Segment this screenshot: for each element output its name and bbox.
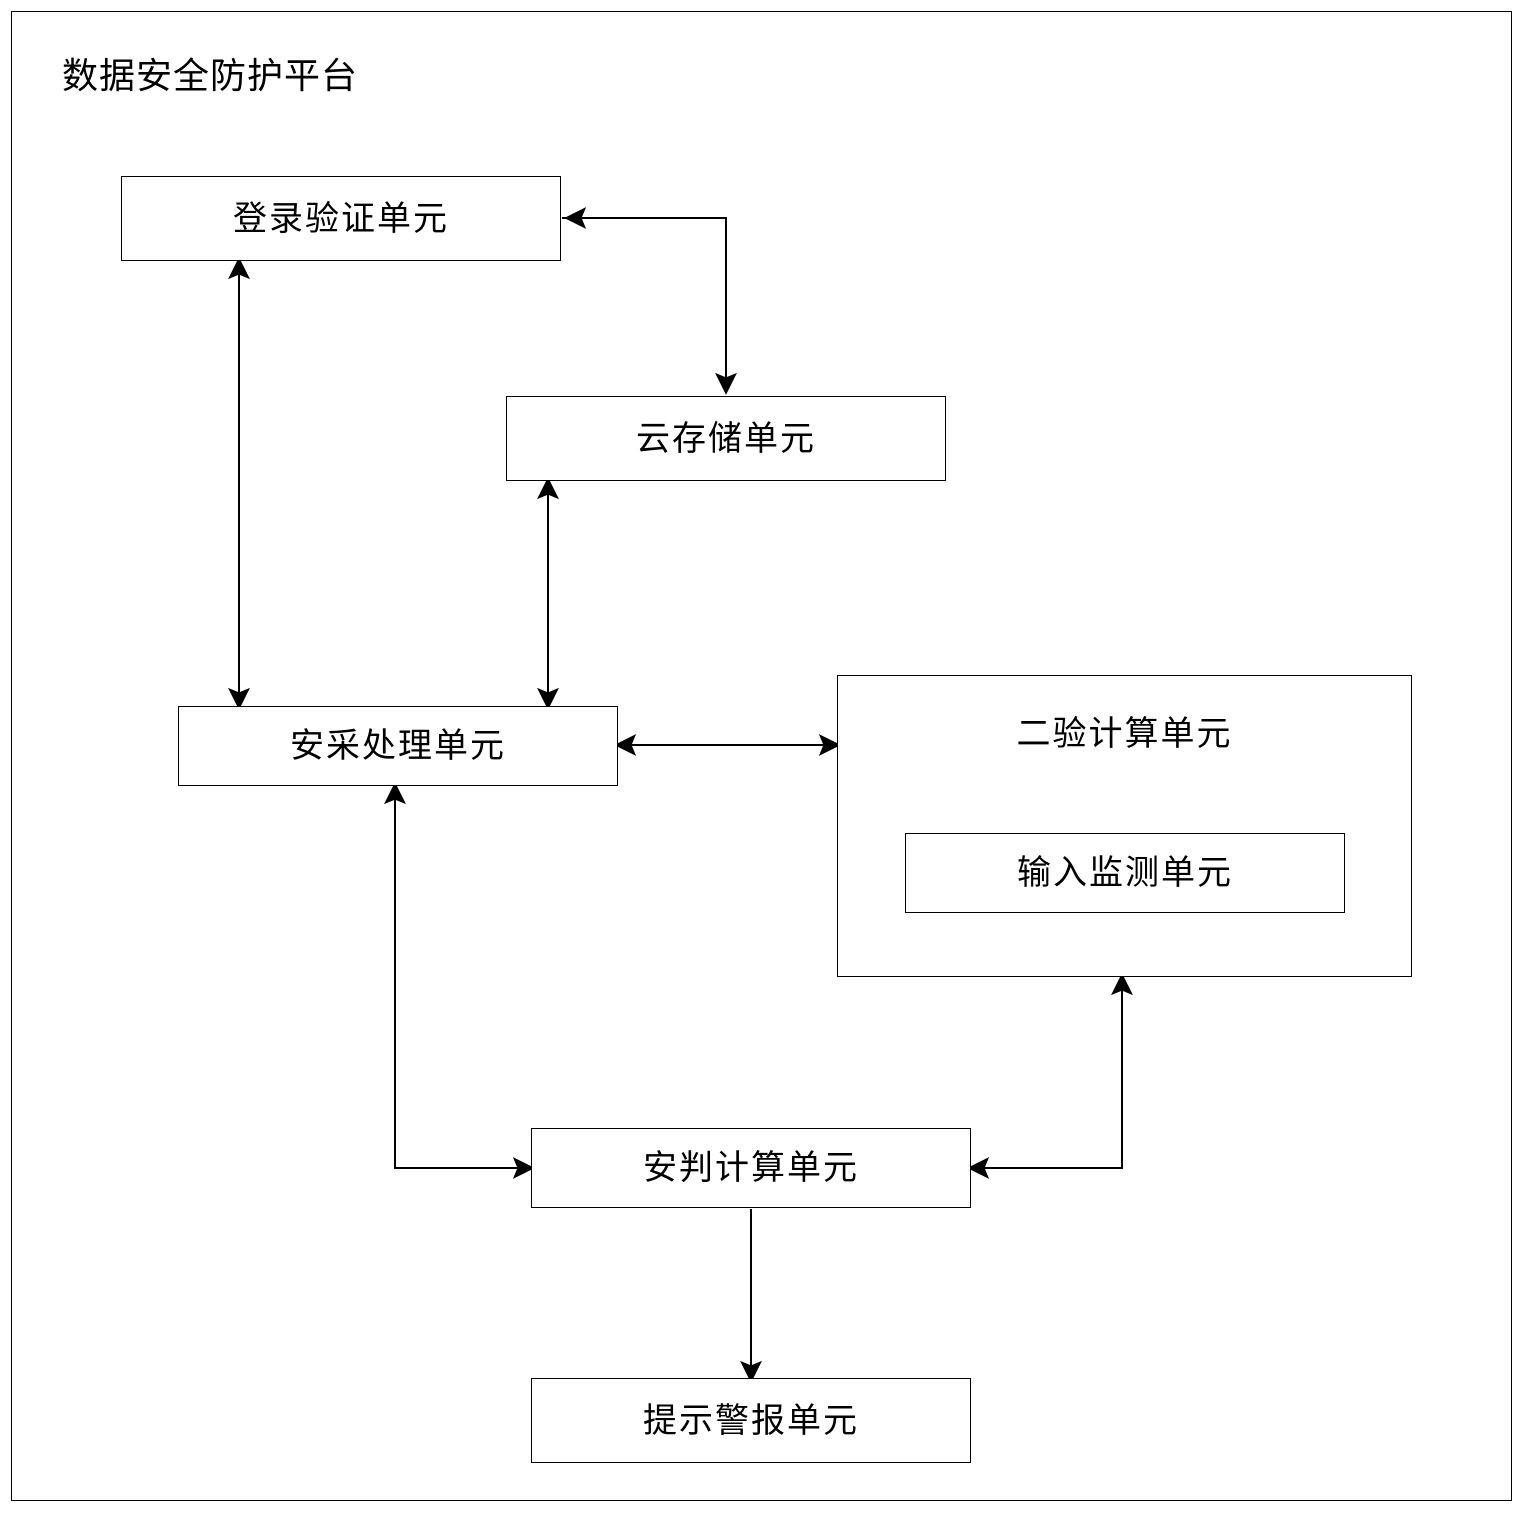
node-label-verify: 二验计算单元 — [1016, 714, 1233, 754]
node-label-cloud: 云存储单元 — [636, 418, 816, 459]
node-secondary-verification-computing-unit[interactable]: 二验计算单元 — [837, 675, 1412, 977]
node-label-monitor: 输入监测单元 — [1017, 853, 1233, 893]
diagram-title: 数据安全防护平台 — [62, 56, 359, 97]
node-secure-collection-processing-unit[interactable]: 安采处理单元 — [178, 706, 618, 786]
node-prompt-alarm-unit[interactable]: 提示警报单元 — [531, 1378, 971, 1463]
node-label-alarm: 提示警报单元 — [643, 1400, 859, 1441]
node-security-judgment-computing-unit[interactable]: 安判计算单元 — [531, 1128, 971, 1208]
diagram-outer-frame — [11, 11, 1512, 1501]
node-label-login: 登录验证单元 — [233, 198, 449, 239]
node-cloud-storage-unit[interactable]: 云存储单元 — [506, 396, 946, 481]
node-login-verification-unit[interactable]: 登录验证单元 — [121, 176, 561, 261]
node-input-monitoring-unit[interactable]: 输入监测单元 — [905, 833, 1345, 913]
node-label-collect: 安采处理单元 — [290, 726, 506, 766]
node-label-judge: 安判计算单元 — [643, 1148, 859, 1188]
